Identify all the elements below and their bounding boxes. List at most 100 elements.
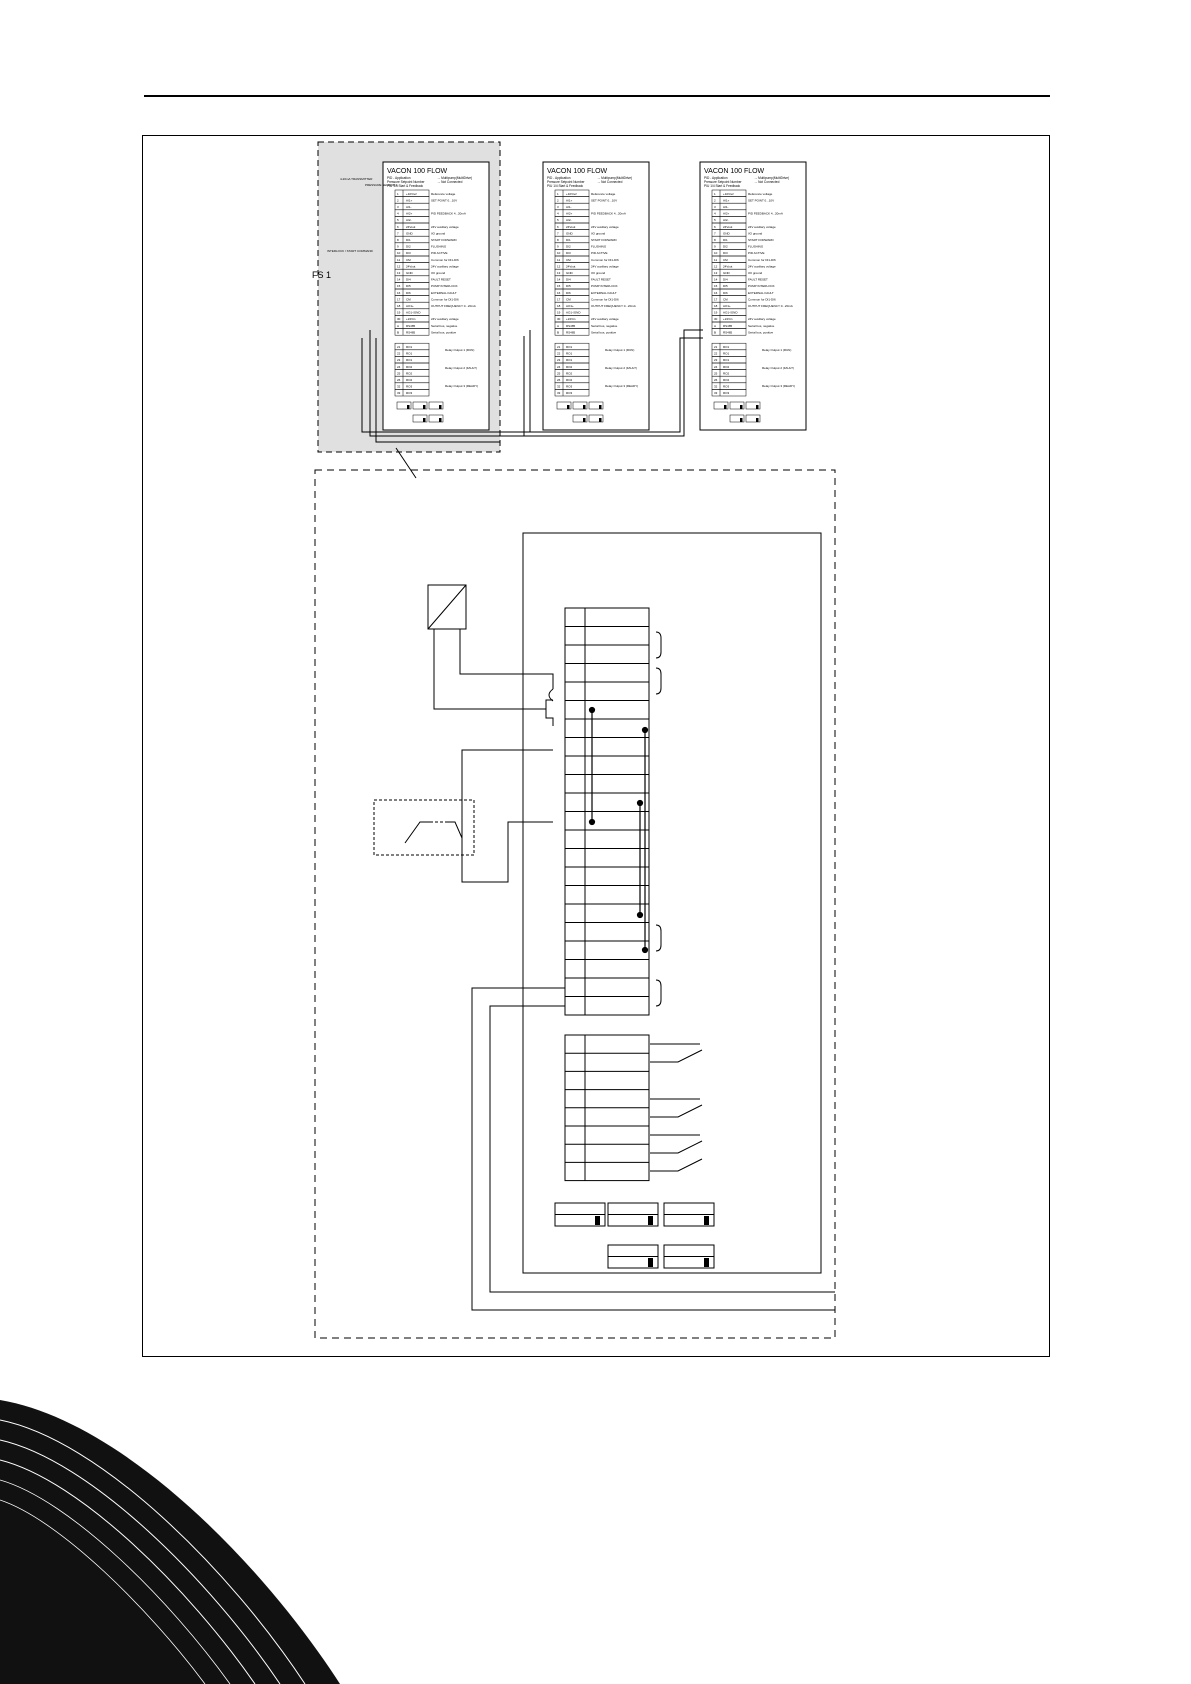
terminal-signal: 24Vout [406,225,416,229]
terminal-description: SET POINT 0...10V [591,198,617,202]
relay-number: 23 [714,358,718,362]
relay-number: 32 [557,385,561,389]
terminal-description: START FORWARD [748,238,775,242]
terminal-number: 6 [557,225,559,229]
mini-dip-lever [439,418,442,422]
terminal-description: I/O ground [591,271,606,275]
relay-label: Relay Output 3 (READY) [762,384,795,388]
mini-dip-switch [412,401,428,410]
terminal-number: B [714,330,716,334]
terminal-signal: DI1 [406,238,411,242]
drive-note2: → Not Connected [437,180,463,184]
terminal-description: Common for DI1-DI6 [591,297,619,301]
mini-dip-lever [423,418,426,422]
terminal-signal: CM [566,297,571,301]
terminal-signal: GND [406,271,414,275]
terminal-signal: AI2+ [723,212,730,216]
relay-signal: RO2 [406,378,413,382]
relay-signal: RO1 [723,358,730,362]
relay-number: 33 [557,391,561,395]
terminal-description: I/O ground [748,231,763,235]
terminal-description: SET POINT 0...10V [748,198,774,202]
terminal-number: 11 [557,258,560,262]
terminal-signal: DI5 [566,284,571,288]
relay-number: 21 [397,345,401,349]
terminal-signal: RS485 [566,324,576,328]
terminal-description: START FORWARD [591,238,618,242]
terminal-description: I/O ground [431,231,446,235]
transmitter-label: 4-20mA TRANSMITTER [340,177,373,181]
mini-dip-lever [724,405,727,409]
terminal-signal: +24Vin [566,317,576,321]
mini-dip-lever [740,418,743,422]
relay-signal: RO3 [566,391,573,395]
relay-number: 22 [714,352,718,356]
terminal-description: PID ACTIVE [748,251,765,255]
terminal-number: 11 [397,258,400,262]
figure-frame [142,135,1050,1357]
terminal-description: Serial bus, negative [591,324,618,328]
terminal-number: 7 [557,231,559,235]
relay-signal: RO2 [723,378,730,382]
terminal-number: 19 [714,311,718,315]
mini-dip-switch [396,401,412,410]
terminal-cell [711,328,747,336]
terminal-number: 19 [557,311,561,315]
terminal-description: PUMP INTERLOCK [591,284,618,288]
terminal-description: FLUSHING [748,245,764,249]
terminal-description: Reference voltage [591,192,616,196]
terminal-signal: AI2- [723,218,729,222]
terminal-number: B [557,330,559,334]
terminal-number: 3 [714,205,716,209]
terminal-signal: AI1+ [566,198,573,202]
terminal-signal: CM [406,297,411,301]
terminal-signal: CM [723,258,728,262]
relay-number: 24 [397,365,401,369]
terminal-description: Common for DI1-DI6 [431,258,459,262]
drive-line3: PIU 1/4 Start & Feedback [547,184,584,188]
terminal-description: Serial bus, negative [431,324,458,328]
drive-title: VACON 100 FLOW [704,168,765,175]
terminal-description: Common for DI1-DI6 [748,297,776,301]
terminal-signal: DI4 [406,278,411,282]
terminal-number: 4 [397,212,399,216]
terminal-description: Reference voltage [748,192,773,196]
terminal-signal: AO1+ [566,304,574,308]
terminal-description: EXTERNAL FAULT [748,291,774,295]
terminal-signal: DI2 [723,245,728,249]
relay-number: 26 [397,378,401,382]
terminal-number: 13 [714,271,718,275]
terminal-signal: +10Vref [723,192,734,196]
drive-line2: Pressure Setpoint Number [704,180,742,184]
terminal-number: 4 [714,212,716,216]
terminal-number: 7 [397,231,399,235]
terminal-number: 10 [397,251,401,255]
drive-note1: → Multipump(MultiDrive) [437,176,472,180]
relay-signal: RO3 [406,391,413,395]
terminal-signal: RS485 [406,330,416,334]
terminal-signal: +10Vref [406,192,417,196]
terminal-number: 17 [397,297,401,301]
relay-cell [554,389,590,397]
terminal-signal: RS485 [406,324,416,328]
relay-number: 24 [557,365,561,369]
terminal-number: 30 [714,317,718,321]
relay-number: 21 [557,345,561,349]
relay-signal: RO1 [566,352,573,356]
pressure-sensor-symbol [427,584,467,630]
terminal-description: 24V auxiliary voltage [591,317,619,321]
terminal-signal: AI1- [406,205,412,209]
relay-label: Relay Output 1 (RUN) [445,348,474,352]
drive-line1: PID - Application [387,176,411,180]
interlock-label: INTERLOCK / START COMMAND [327,249,374,253]
mini-dip-switch [745,414,761,423]
terminal-description: I/O ground [431,271,446,275]
dip-switches [554,1202,715,1269]
jumper-bars [588,706,649,954]
relay-number: 21 [714,345,718,349]
relay-signal: RO1 [406,352,413,356]
terminal-number: 14 [397,278,401,282]
terminal-description: Serial bus, positive [431,330,457,334]
terminal-number: 9 [397,245,399,249]
